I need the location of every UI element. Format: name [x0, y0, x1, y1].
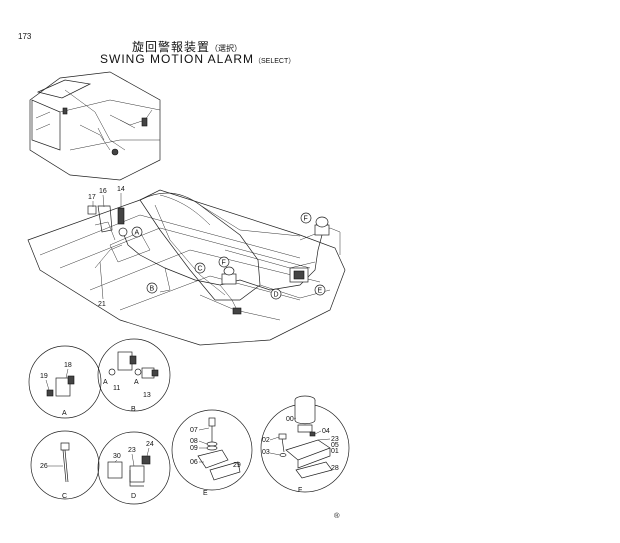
detail-D-part-24: 24 [146, 441, 154, 448]
main-callouts: 17 16 14 21 A B C D E F F [88, 186, 326, 308]
detail-E-part-29: 29 [233, 462, 241, 469]
title-english: SWING MOTION ALARM（SELECT） [100, 52, 295, 66]
detail-C-label: C [62, 493, 67, 500]
detail-B-part-13: 13 [143, 392, 151, 399]
detail-F-part-05: 05 [331, 442, 339, 449]
detail-E-label: E [203, 490, 208, 497]
detail-E-part-08: 08 [190, 438, 198, 445]
detail-D-label: D [131, 493, 136, 500]
callout-D: D [274, 292, 279, 299]
title-english-text: SWING MOTION ALARM [100, 52, 255, 66]
detail-F-part-00: 00 [286, 416, 294, 423]
detail-F-part-03: 03 [262, 449, 270, 456]
detail-F-part-28: 28 [331, 465, 339, 472]
callout-17: 17 [88, 194, 96, 201]
page-number: 173 [18, 32, 32, 41]
detail-A-part-18: 18 [64, 362, 72, 369]
detail-B-part-11: 11 [113, 385, 120, 392]
callout-E: E [318, 288, 323, 295]
title-english-note: （SELECT） [254, 58, 296, 65]
title-japanese-note: （選択） [210, 44, 243, 53]
detail-B-label: B [131, 406, 136, 413]
detail-E: 07 08 09 06 29 E [171, 409, 253, 497]
registered-mark: ® [334, 511, 340, 520]
callout-F-mid: F [222, 260, 226, 267]
detail-F-part-02: 02 [262, 437, 270, 444]
machine-overview-sketch [29, 71, 161, 181]
callout-F-top: F [304, 216, 308, 223]
detail-F: 00 04 23 02 05 01 03 28 F [260, 395, 350, 494]
detail-A-label: A [62, 410, 67, 417]
detail-B-sub-A-right: A [134, 379, 139, 386]
detail-A: 18 19 A [28, 345, 102, 419]
detail-E-part-09: 09 [190, 445, 198, 452]
detail-A-part-19: 19 [40, 373, 48, 380]
detail-C: 26 C [30, 430, 100, 500]
detail-D: 23 24 30 D [97, 431, 171, 505]
title-japanese-text: 旋回警報装置 [132, 40, 211, 54]
callout-B: B [150, 286, 155, 293]
detail-F-part-04: 04 [322, 428, 330, 435]
detail-B: A 11 A 13 B [97, 338, 171, 413]
detail-C-part-26: 26 [40, 463, 48, 470]
detail-F-part-23: 23 [331, 436, 339, 443]
callout-16: 16 [99, 188, 107, 195]
detail-F-part-01: 01 [331, 448, 339, 455]
title-japanese: 旋回警報装置（選択） [132, 38, 242, 55]
detail-E-part-07: 07 [190, 427, 198, 434]
detail-D-part-30: 30 [113, 453, 121, 460]
callout-21: 21 [98, 301, 106, 308]
callout-C: C [198, 266, 203, 273]
callout-A: A [135, 230, 140, 237]
frame-drawing [27, 189, 346, 346]
detail-D-part-23: 23 [128, 447, 136, 454]
detail-B-sub-A-left: A [103, 379, 108, 386]
detail-E-part-06: 06 [190, 459, 198, 466]
callout-14: 14 [117, 186, 125, 193]
detail-F-label: F [298, 487, 302, 494]
